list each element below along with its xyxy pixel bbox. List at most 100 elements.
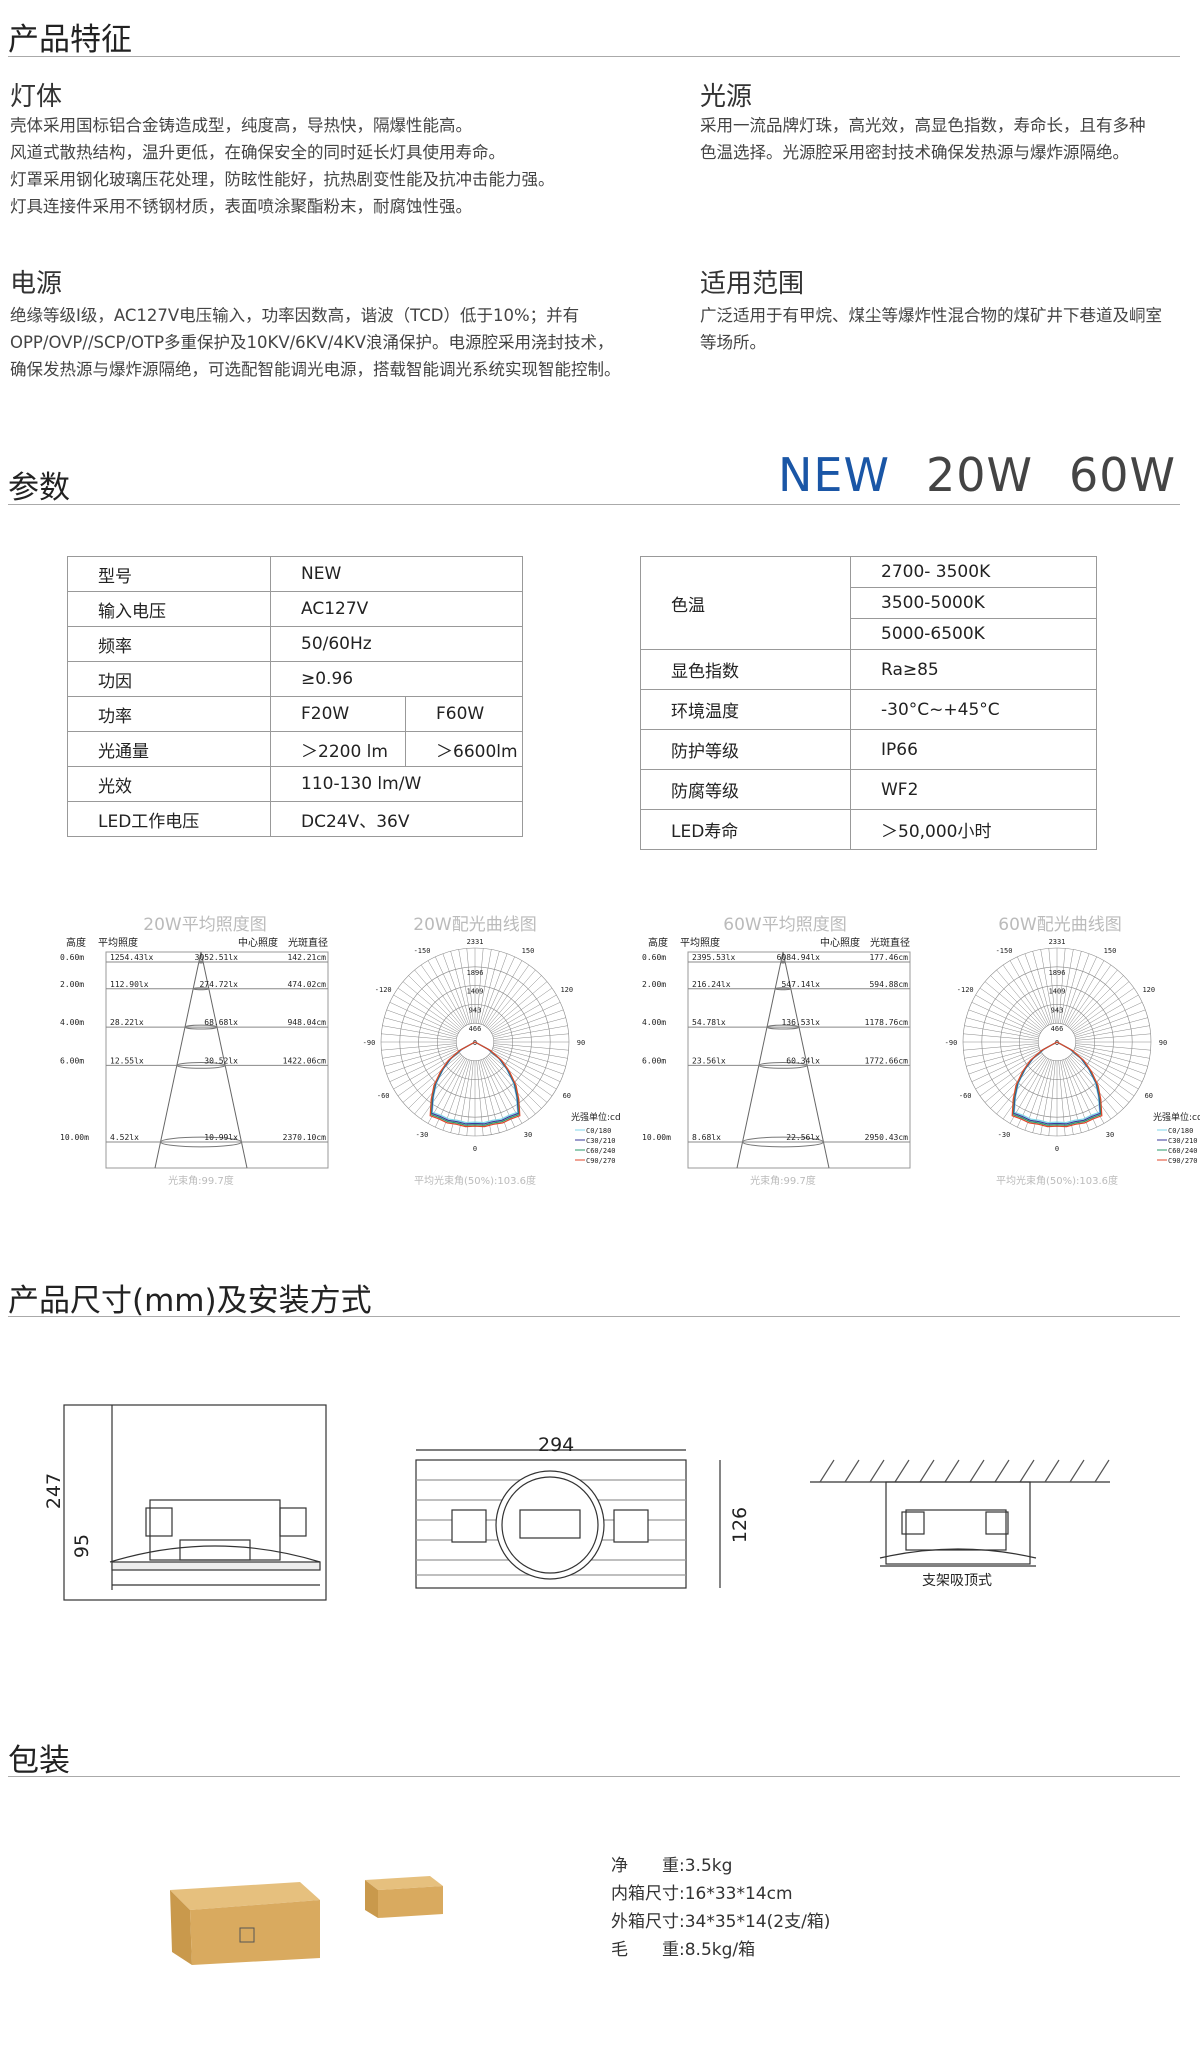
heading-body: 灯体 [10,82,63,112]
height-label: 6.00m [642,1056,666,1065]
line: 广泛适用于有甲烷、煤尘等爆炸性混合物的煤矿井下巷道及峒室 [700,306,1162,325]
model-new: NEW [777,448,890,502]
series-curve-c90-270 [429,1041,521,1128]
spot-diameter: 1772.66cm [865,1056,909,1065]
polar-spoke [485,1057,530,1120]
polar-spoke [493,1017,566,1038]
polar-spoke [492,1009,564,1036]
polar-spoke [1068,969,1118,1028]
polar-spoke [1066,960,1105,1026]
cell-value: DC24V、36V [270,801,523,837]
cell-value: 3500-5000K [850,587,1097,619]
polar-spoke [1061,951,1082,1024]
polar-spoke [963,1043,1039,1051]
polar-spoke [482,1058,515,1128]
polar-spoke [1075,1045,1150,1059]
inner-box-size: 内箱尺寸:16*33*14cm [611,1884,793,1904]
center-illuminance: 30.52lx [204,1056,238,1065]
light-spot [176,1062,226,1069]
column-header: 平均照度 [98,936,138,949]
unit-label: 光强单位:cd [1153,1111,1200,1123]
table-row: 3500-5000K [641,587,1097,619]
top-view-drawing [415,1449,721,1589]
beam-angle-caption: 光束角:99.7度 [168,1174,234,1187]
spot-diameter: 474.02cm [287,980,326,989]
polar-spoke [402,981,461,1031]
line: 灯罩采用钢化玻璃压花处理，防眩性能好，抗热剧变性能及抗冲击能力强。 [10,170,555,189]
polar-spoke [1075,1017,1148,1038]
polar-spoke [984,981,1043,1031]
cell-value: 110-130 lm/W [270,766,523,802]
cell-label: 频率 [67,626,271,662]
polar-spoke [397,987,460,1032]
cell-label: 防护等级 [640,729,851,770]
center-illuminance: 547.14lx [781,980,820,989]
height-label: 4.00m [60,1018,84,1027]
cell-label: 型号 [67,556,271,592]
polar-spoke [1058,1060,1066,1136]
angle-tick: -120 [375,986,392,994]
light-spot [184,1024,218,1030]
cell-value: ＞2200 lm [270,731,406,767]
line: 灯具连接件采用不锈钢材质，表面喷涂聚酯粉末，耐腐蚀性强。 [10,197,472,216]
angle-tick: 90 [1159,1039,1167,1047]
avg-illuminance: 2395.53lx [692,953,736,962]
avg-illuminance: 8.68lx [692,1133,721,1142]
polar-spoke [450,951,471,1024]
polar-spoke [486,969,536,1028]
polar-spoke [402,1053,461,1103]
polar-spoke [493,1043,569,1051]
polar-spoke [491,994,557,1033]
model-20w: 20W [925,448,1033,502]
beam-angle-caption: 平均光束角(50%):103.6度 [414,1174,536,1187]
dimension-drawings [63,1404,1110,1601]
column-header: 平均照度 [680,936,720,949]
cell-value: ＞6600lm [405,731,523,767]
polar-spoke [484,960,523,1026]
center-illuminance: 22.56lx [786,1133,820,1142]
cell-value: F60W [405,696,523,732]
polar-spoke [996,969,1046,1028]
angle-tick: -150 [996,947,1013,955]
cell-value: -30°C~+45°C [850,689,1097,730]
polar-spoke [493,1025,568,1039]
avg-illuminance: 1254.43lx [110,953,154,962]
radial-tick: 1896 [1049,969,1066,977]
cell-label: LED工作电压 [67,801,271,837]
line: OPP/OVP//SCP/OTP多重保护及10KV/6KV/4KV浪涌保护。电源… [10,333,614,352]
avg-illuminance: 23.56lx [692,1056,726,1065]
light-spot [160,1136,242,1148]
section-title-dimensions: 产品尺寸(mm)及安装方式 [8,1283,372,1319]
polar-spoke [381,1033,457,1041]
avg-illuminance: 112.90lx [110,980,149,989]
chart-title: 60W平均照度图 [723,915,847,935]
radial-tick: 943 [469,1006,482,1014]
angle-tick: 120 [560,986,573,994]
line: 采用一流品牌灯珠，高光效，高显色指数，寿命长，且有多种 [700,116,1146,135]
polar-spoke [491,1051,557,1090]
beam-edge [736,951,784,1169]
line: 绝缘等级I级，AC127V电压输入，功率因数高，谐波（TCD）低于10%；并有 [10,306,580,325]
polar-spoke [482,956,515,1026]
angle-tick: 150 [1104,947,1117,955]
line: 确保发热源与爆炸源隔绝，可选配智能调光电源，搭载智能调光系统实现智能控制。 [10,360,621,379]
polar-spoke [493,1033,569,1041]
line: 等场所。 [700,333,766,352]
polar-spoke [386,1048,458,1075]
polar-spoke [381,1043,457,1051]
polar-spoke [968,1048,1040,1075]
polar-spoke [1073,1051,1139,1090]
height-label: 2.00m [60,980,84,989]
text-scope: 广泛适用于有甲烷、煤尘等爆炸性混合物的煤矿井下巷道及峒室 等场所。 [700,302,1162,356]
polar-spoke [996,1056,1046,1115]
angle-tick: 150 [522,947,535,955]
center-illuminance: 3052.51lx [195,953,239,962]
polar-spoke [382,1025,457,1039]
angle-tick: 60 [1145,1092,1153,1100]
angle-tick: 0 [1055,1039,1059,1047]
heading-light: 光源 [700,82,753,112]
spot-diameter: 948.04cm [287,1018,326,1027]
